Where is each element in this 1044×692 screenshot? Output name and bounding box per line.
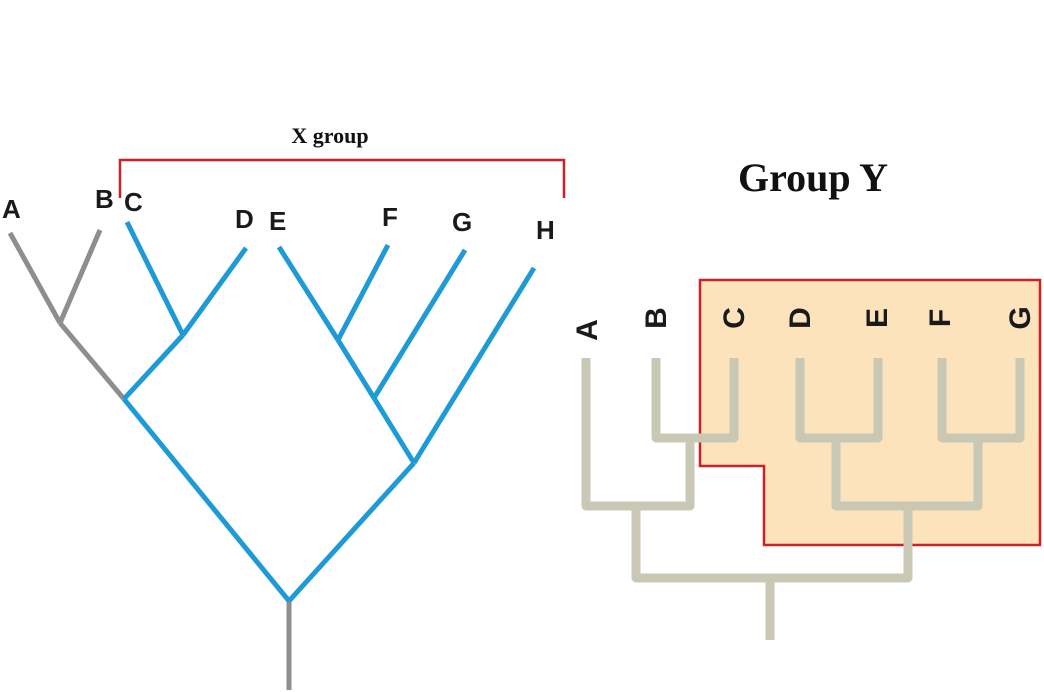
right-tip-label-e: E	[861, 308, 894, 328]
branch-b	[57, 229, 103, 324]
group-y-label: Group Y	[738, 155, 888, 200]
branch-efg-stem	[371, 396, 417, 465]
left-tip-label-g: G	[452, 207, 472, 237]
branch-f	[335, 243, 391, 342]
right-tip-label-a: A	[571, 319, 604, 341]
left-tip-label-d: D	[235, 204, 254, 234]
right-tip-label-c: C	[718, 307, 751, 329]
branch-ab-to-node	[58, 321, 126, 401]
right-tip-label-d: D	[784, 307, 817, 329]
left-tip-labels: A B C D E F G H	[2, 184, 555, 245]
right-tip-label-f: F	[924, 309, 957, 327]
right-branches	[581, 358, 1025, 640]
branch-cd-pair	[651, 358, 739, 443]
right-tip-label-b: B	[640, 307, 673, 329]
group-y-highlight	[698, 278, 1042, 547]
branch-a	[7, 231, 63, 325]
branch-root-to-egh	[287, 461, 416, 603]
branch-node-to-root	[122, 397, 291, 603]
left-outgroup-branches	[7, 229, 292, 690]
branch-d	[180, 246, 249, 337]
left-tip-label-c: C	[124, 187, 143, 217]
right-tip-labels: A B C D E F G	[571, 306, 1037, 341]
left-tip-label-a: A	[2, 194, 21, 224]
x-group-bracket	[118, 158, 566, 198]
x-group-label: X group	[291, 123, 368, 148]
left-tip-label-e: E	[269, 206, 286, 236]
left-tip-label-h: H	[536, 215, 555, 245]
branch-g	[371, 248, 468, 400]
branch-c	[124, 220, 186, 337]
branch-a-to-abcd	[581, 358, 695, 511]
right-cladogram: A B C D E F G Group Y	[571, 155, 1042, 640]
left-tip-label-b: B	[95, 184, 114, 214]
branch-e	[276, 245, 341, 342]
left-tip-label-f: F	[382, 202, 398, 232]
branch-ef-stem	[335, 338, 377, 400]
left-cladogram: X group A B C D E F G H	[2, 123, 566, 690]
right-tip-label-g: G	[1004, 306, 1037, 329]
branch-h	[411, 266, 537, 465]
branch-cd-node	[122, 333, 185, 401]
left-ingroup-branches	[122, 220, 537, 603]
